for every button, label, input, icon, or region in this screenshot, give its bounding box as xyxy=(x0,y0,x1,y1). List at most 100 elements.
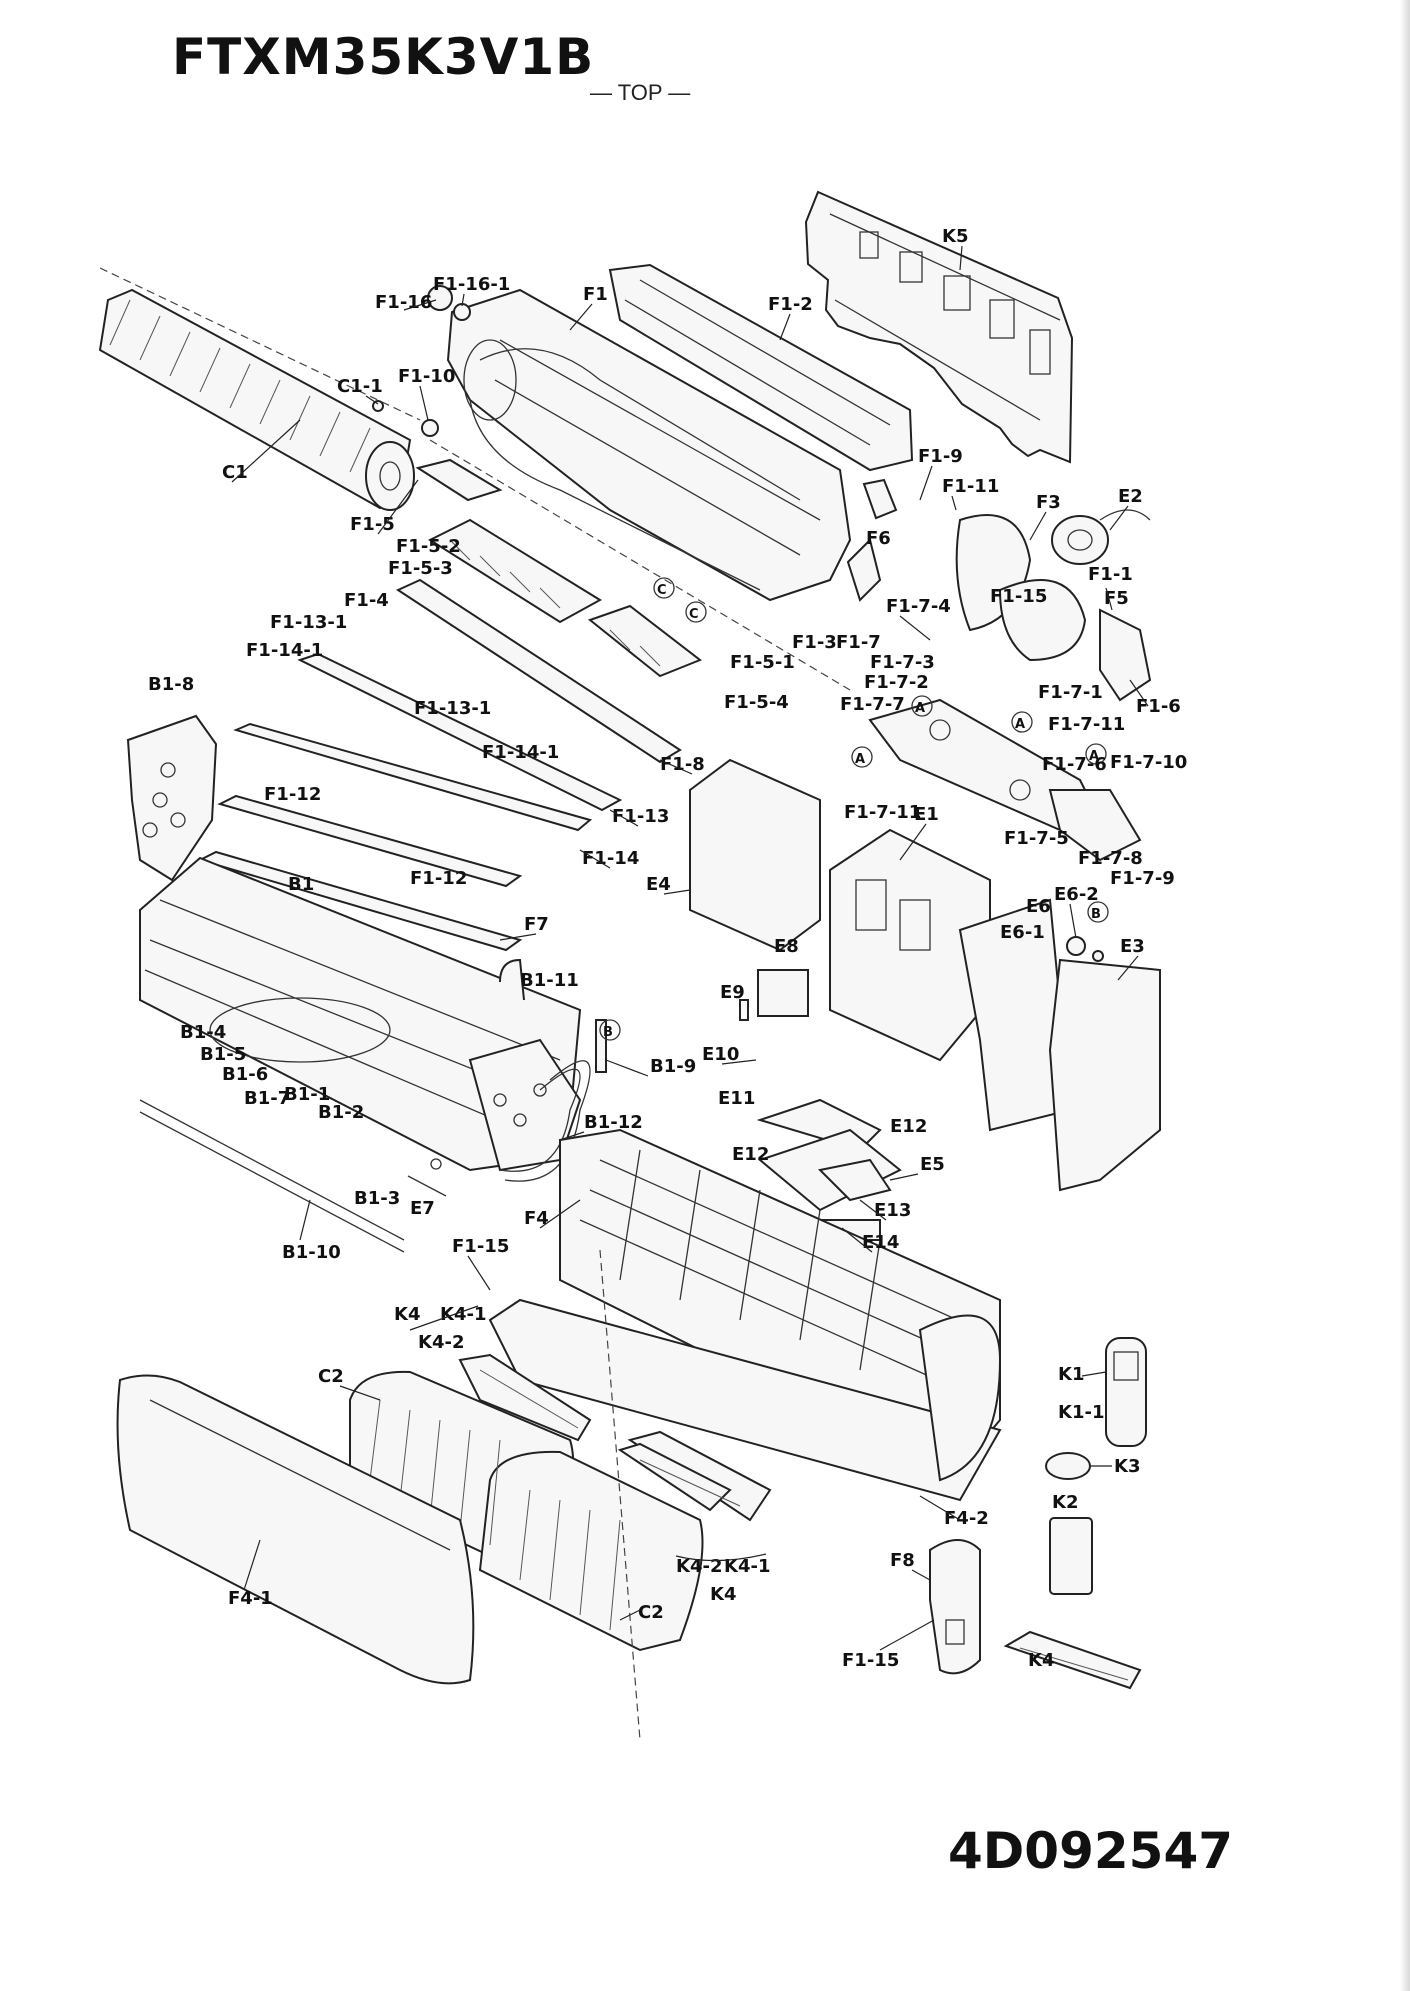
label-B1-1: B1-1 xyxy=(284,1084,330,1105)
label-F1-16-1: F1-16-1 xyxy=(433,274,510,295)
label-F7: F7 xyxy=(524,914,549,935)
label-B1-7: B1-7 xyxy=(244,1088,290,1109)
heat-exchanger-b1 xyxy=(139,856,582,1172)
label-C2b: C2 xyxy=(638,1602,664,1623)
label-E14: E14 xyxy=(862,1232,899,1253)
small-hardware xyxy=(372,285,1104,1197)
label-K1: K1 xyxy=(1058,1364,1084,1385)
label-E11: E11 xyxy=(718,1088,755,1109)
callout-labels: K5 F1-16 F1-16-1 F1 F1-2 C1-1 F1-10 C1 F… xyxy=(148,226,1187,1671)
label-F1-10: F1-10 xyxy=(398,366,455,387)
alignment-line xyxy=(429,439,851,691)
label-F1-7-6: F1-7-6 xyxy=(1042,754,1107,775)
label-F1-13-1a: F1-13-1 xyxy=(270,612,347,633)
fan-motor-f3-e2 xyxy=(955,509,1152,702)
label-F1-9: F1-9 xyxy=(918,446,963,467)
label-E5: E5 xyxy=(920,1154,945,1175)
label-F1-15a: F1-15 xyxy=(990,586,1047,607)
label-F4: F4 xyxy=(524,1208,549,1229)
refrigerant-pipes-b1-11-b1-12 xyxy=(499,958,591,1182)
label-E6: E6 xyxy=(1026,896,1051,917)
label-E7: E7 xyxy=(410,1198,435,1219)
svg-text:C: C xyxy=(657,583,667,598)
label-F1-6: F1-6 xyxy=(1136,696,1181,717)
filter-k4-loose xyxy=(1003,1630,1142,1690)
label-E2: E2 xyxy=(1118,486,1143,507)
mounting-plate-k5 xyxy=(804,190,1074,464)
svg-text:C: C xyxy=(689,607,699,622)
label-F1-7-8: F1-7-8 xyxy=(1078,848,1143,869)
electrical-box-e1-e4 xyxy=(689,758,1161,1241)
reference-marker-a: A A A A xyxy=(851,695,1107,768)
label-F1-5-2: F1-5-2 xyxy=(396,536,461,557)
label-K3: K3 xyxy=(1114,1456,1140,1477)
remote-controller-k1 xyxy=(1105,1337,1147,1447)
label-F1-7-9: F1-7-9 xyxy=(1110,868,1175,889)
svg-text:B: B xyxy=(1091,907,1101,922)
label-F1-7-11a: F1-7-11 xyxy=(1048,714,1125,735)
svg-text:A: A xyxy=(1089,749,1099,764)
label-F1-3: F1-3 xyxy=(792,632,837,653)
label-K4-2a: K4-2 xyxy=(418,1332,464,1353)
label-F1-14-1a: F1-14-1 xyxy=(246,640,323,661)
label-K4-1b: K4-1 xyxy=(724,1556,770,1577)
label-F1-13-1b: F1-13-1 xyxy=(414,698,491,719)
label-F1-13: F1-13 xyxy=(612,806,669,827)
air-filter-screens-c2 xyxy=(349,1370,704,1652)
label-F1-7-10: F1-7-10 xyxy=(1110,752,1187,773)
label-F1-8: F1-8 xyxy=(660,754,705,775)
reference-marker-c: C C xyxy=(653,577,707,623)
label-F4-2: F4-2 xyxy=(944,1508,989,1529)
label-B1-10: B1-10 xyxy=(282,1242,341,1263)
label-C1: C1 xyxy=(222,462,248,483)
swing-motor-assembly-f1-7 xyxy=(868,698,1142,862)
label-B1-8: B1-8 xyxy=(148,674,194,695)
label-F1-12b: F1-12 xyxy=(410,868,467,889)
label-K4c: K4 xyxy=(1028,1650,1054,1671)
label-E10: E10 xyxy=(702,1044,739,1065)
label-E6-2: E6-2 xyxy=(1054,884,1099,905)
label-F1-1: F1-1 xyxy=(1088,564,1133,585)
label-F1-12a: F1-12 xyxy=(264,784,321,805)
label-E9: E9 xyxy=(720,982,745,1003)
label-K4-1a: K4-1 xyxy=(440,1304,486,1325)
label-K1-1: K1-1 xyxy=(1058,1402,1104,1423)
label-B1-2: B1-2 xyxy=(318,1102,364,1123)
label-E6-1: E6-1 xyxy=(1000,922,1045,943)
scan-edge-shadow xyxy=(1400,0,1410,1991)
label-F1-15c: F1-15 xyxy=(842,1650,899,1671)
label-K4b: K4 xyxy=(710,1584,736,1605)
model-number-title: FTXM35K3V1B xyxy=(172,28,595,86)
label-F1-7-3: F1-7-3 xyxy=(870,652,935,673)
label-F1-5-4: F1-5-4 xyxy=(724,692,789,713)
label-E4: E4 xyxy=(646,874,671,895)
air-filters-k4 xyxy=(458,1353,772,1522)
main-frame-f1 xyxy=(446,288,852,602)
label-F1-14: F1-14 xyxy=(582,848,639,869)
label-F1-7: F1-7 xyxy=(836,632,881,653)
label-F6: F6 xyxy=(866,528,891,549)
orientation-label: — TOP — xyxy=(590,80,691,105)
label-F5: F5 xyxy=(1104,588,1129,609)
reference-marker-b: B B xyxy=(599,901,1109,1041)
label-F1-14-1b: F1-14-1 xyxy=(482,742,559,763)
label-F1-7-11b: F1-7-11 xyxy=(844,802,921,823)
label-F1-5-3: F1-5-3 xyxy=(388,558,453,579)
label-C1-1: C1-1 xyxy=(337,376,383,397)
alignment-line xyxy=(599,1249,641,1741)
front-grille-housing-f4 xyxy=(488,1128,1002,1502)
cross-flow-fan-c1 xyxy=(98,267,421,511)
leader-lines xyxy=(231,245,1149,1651)
svg-text:A: A xyxy=(915,701,925,716)
document-number: 4D092547 xyxy=(948,1822,1234,1880)
label-F1-7-4: F1-7-4 xyxy=(886,596,951,617)
svg-text:A: A xyxy=(1015,717,1025,732)
label-B1: B1 xyxy=(288,874,314,895)
label-F1-7-5: F1-7-5 xyxy=(1004,828,1069,849)
label-F1-11a: F1-11 xyxy=(942,476,999,497)
label-E12b: E12 xyxy=(732,1144,769,1165)
label-K5: K5 xyxy=(942,226,968,247)
louvre-assembly-f1-5 xyxy=(415,458,702,678)
label-F1-16: F1-16 xyxy=(375,292,432,313)
